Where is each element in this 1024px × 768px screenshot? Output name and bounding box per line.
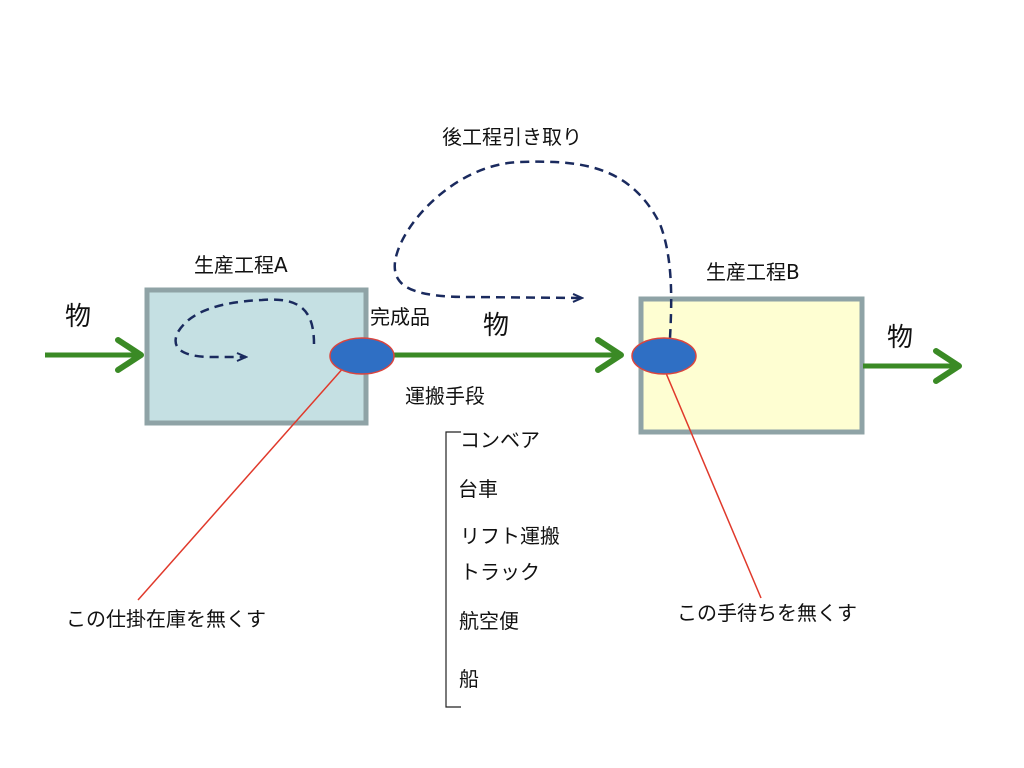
middle-material-label: 物 [483,311,510,341]
pull-system-title: 後工程引き取り [442,125,582,149]
wip-callout-line [137,365,346,601]
transport-item: 台車 [458,477,498,501]
output-material-label: 物 [887,323,914,353]
process-a-label: 生産工程A [194,253,288,277]
transport-heading: 運搬手段 [405,384,485,408]
downstream-pull-dashed-arrow [393,160,673,339]
wip-inventory-marker [329,337,395,375]
middle-flow-arrow-head [595,337,624,373]
transport-item: トラック [460,560,540,584]
transport-item: 航空便 [459,609,519,633]
transport-bracket [445,431,461,708]
transport-item: リフト運搬 [460,524,560,548]
input-material-label: 物 [65,302,92,332]
eliminate-wip-callout: この仕掛在庫を無くす [66,607,266,631]
material-flow-arrows [45,337,962,384]
waiting-inventory-marker [631,337,697,375]
finished-goods-label: 完成品 [370,305,430,329]
eliminate-waiting-callout: この手待ちを無くす [677,601,857,625]
output-flow-arrow-head [933,348,962,384]
transport-item: 船 [459,667,479,691]
waiting-callout-line [662,365,762,599]
input-flow-arrow-head [115,337,144,373]
process-b-label: 生産工程B [706,260,800,284]
internal-flow-dashed-arrow [174,298,316,357]
transport-item: コンベア [460,428,540,452]
